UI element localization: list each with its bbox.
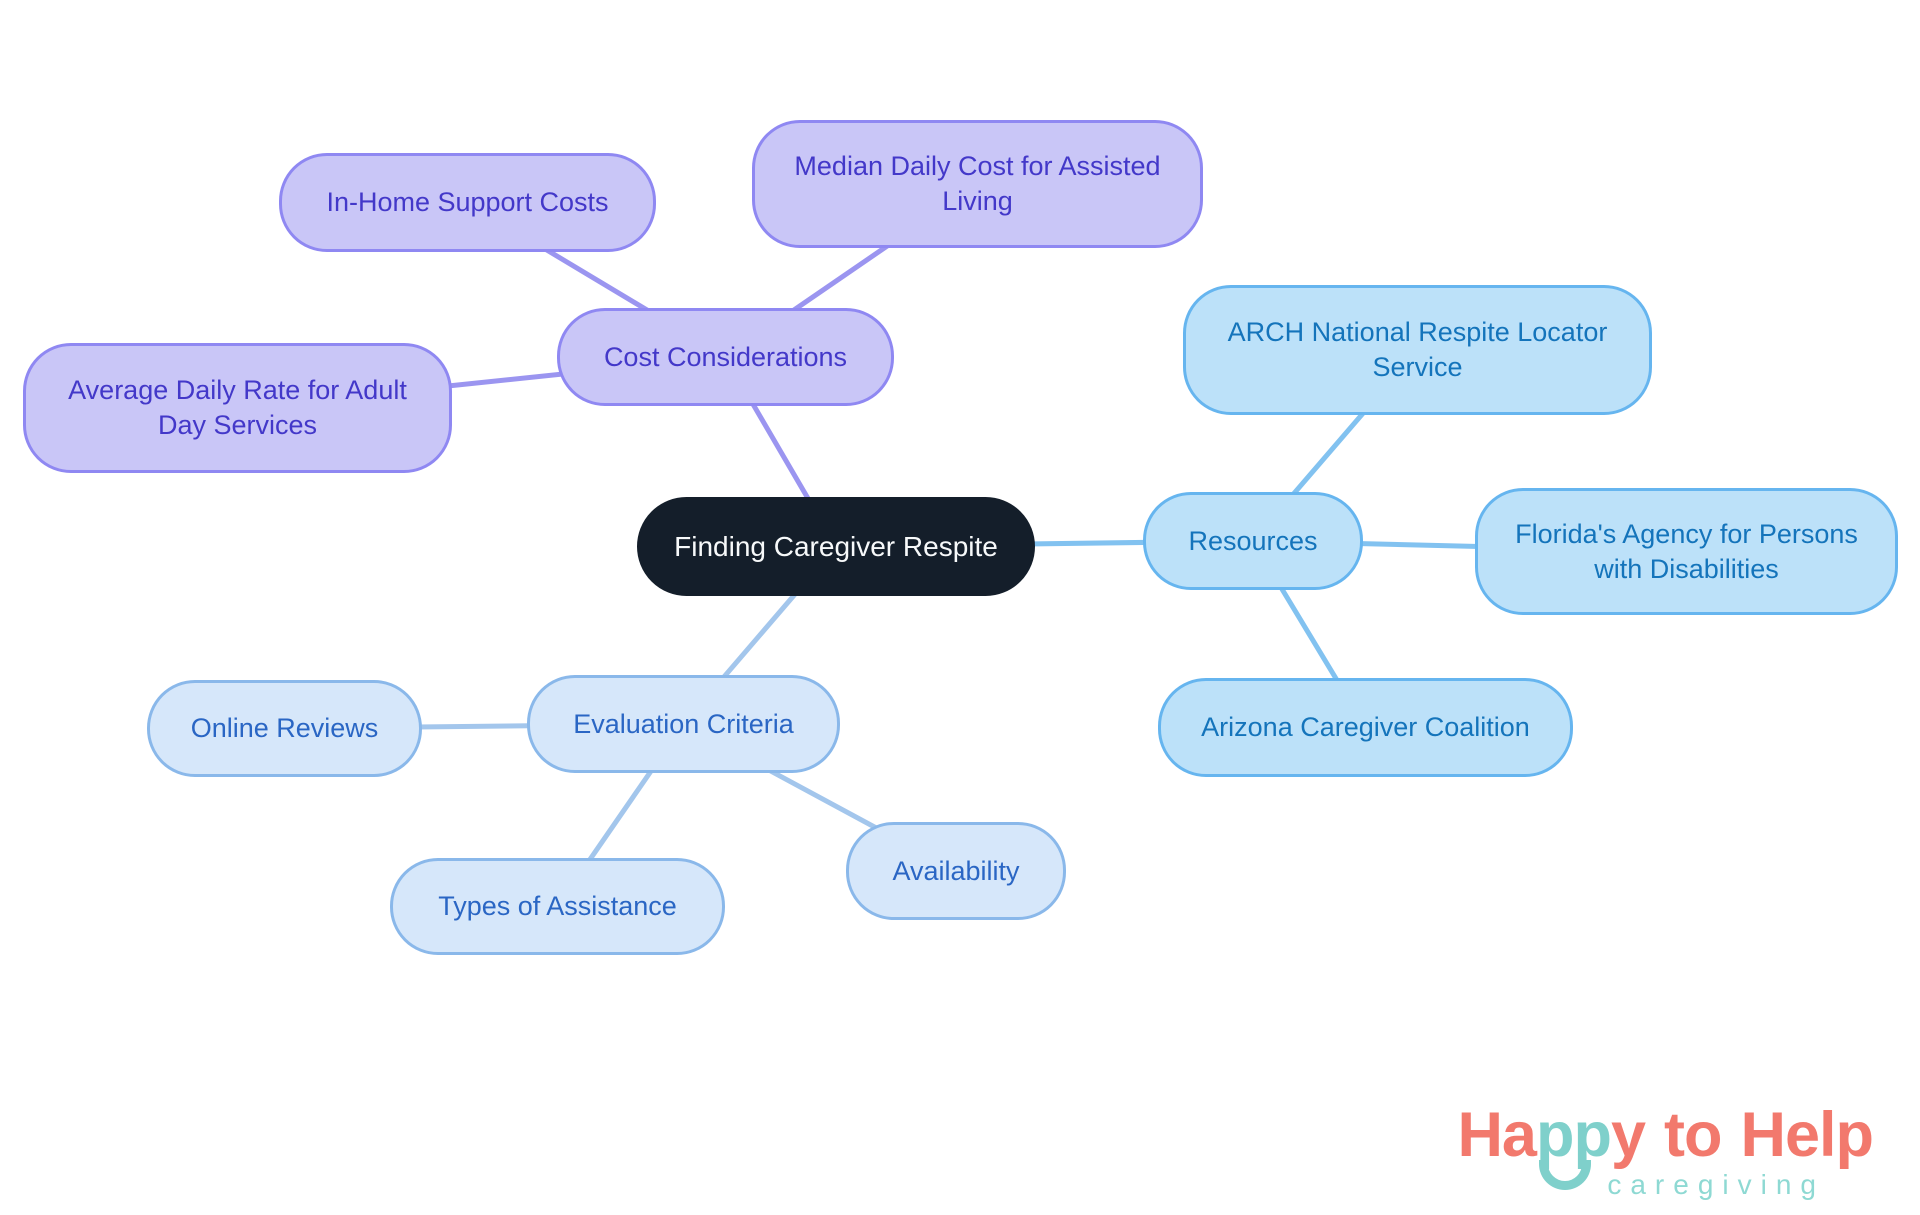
node-label: Average Daily Rate for Adult Day Service… <box>68 375 407 440</box>
node-label: In-Home Support Costs <box>326 187 609 218</box>
node-types[interactable]: Types of Assistance <box>390 858 725 955</box>
logo-caption: caregiving <box>1607 1169 1825 1200</box>
node-florida[interactable]: Florida's Agency for Persons with Disabi… <box>1475 488 1898 615</box>
node-label: Cost Considerations <box>603 341 848 372</box>
node-label: Median Daily Cost for Assisted Living <box>794 151 1161 216</box>
logo-text-help: Help <box>1740 1100 1874 1170</box>
logo-text-y: y <box>1610 1100 1646 1170</box>
logo-text-pp: pp <box>1535 1100 1612 1170</box>
node-resources[interactable]: Resources <box>1143 492 1363 590</box>
smile-icon <box>1538 1160 1591 1190</box>
node-availability[interactable]: Availability <box>846 822 1066 920</box>
node-central[interactable]: Finding Caregiver Respite <box>637 497 1035 596</box>
node-avgdaily[interactable]: Average Daily Rate for Adult Day Service… <box>23 343 452 473</box>
node-arch[interactable]: ARCH National Respite Locator Service <box>1183 285 1652 415</box>
node-label: Types of Assistance <box>438 891 677 922</box>
node-arizona[interactable]: Arizona Caregiver Coalition <box>1158 678 1573 777</box>
logo-text-to: to <box>1664 1100 1722 1170</box>
node-label: Arizona Caregiver Coalition <box>1201 712 1530 743</box>
node-cost[interactable]: Cost Considerations <box>557 308 894 406</box>
node-label: ARCH National Respite Locator Service <box>1227 317 1608 382</box>
node-label: Availability <box>892 855 1020 886</box>
node-evaluation[interactable]: Evaluation Criteria <box>527 675 840 773</box>
node-label: Florida's Agency for Persons with Disabi… <box>1515 518 1858 584</box>
node-label: Resources <box>1188 525 1318 556</box>
logo-text-ha: Ha <box>1457 1100 1537 1170</box>
node-median[interactable]: Median Daily Cost for Assisted Living <box>752 120 1203 248</box>
node-label: Online Reviews <box>190 713 379 744</box>
node-label: Evaluation Criteria <box>573 708 794 739</box>
node-online[interactable]: Online Reviews <box>147 680 422 777</box>
node-label: Finding Caregiver Respite <box>674 530 998 562</box>
node-inhome[interactable]: In-Home Support Costs <box>279 153 656 252</box>
